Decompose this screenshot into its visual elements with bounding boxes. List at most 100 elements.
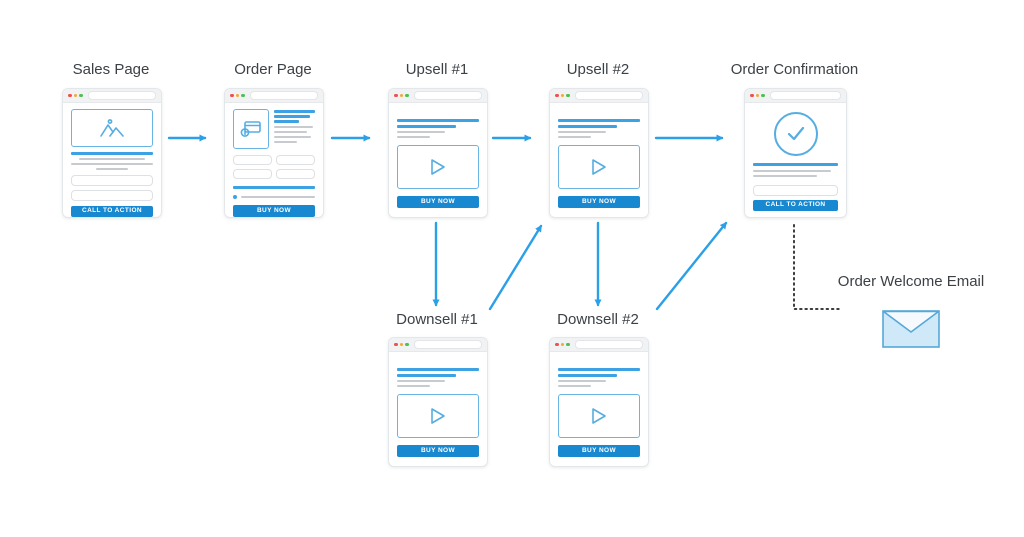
page-mockup-body: BUY NOW [225, 103, 323, 217]
funnel-node-order-confirmation: CALL TO ACTION [744, 88, 847, 218]
window-dot-green-icon [405, 342, 409, 347]
text-line [274, 136, 311, 138]
window-dot-green-icon [761, 93, 765, 98]
browser-titlebar [389, 338, 487, 352]
text-line [558, 131, 606, 133]
divider-line [233, 186, 315, 189]
text-line [274, 131, 307, 133]
text-line [241, 196, 315, 198]
label-downsell-2: Downsell #2 [557, 311, 639, 328]
page-mockup-body: BUY NOW [550, 352, 648, 463]
window-dot-red-icon [394, 93, 398, 98]
buy-now-button: BUY NOW [558, 445, 640, 457]
page-mockup-body: BUY NOW [389, 103, 487, 214]
video-player [397, 394, 479, 438]
order-welcome-email-node [882, 310, 940, 348]
form-field [233, 155, 272, 165]
buy-now-button: BUY NOW [233, 205, 315, 217]
window-dot-yellow-icon [235, 93, 239, 98]
radio-dot-icon [233, 195, 237, 199]
page-mockup-body: CALL TO ACTION [63, 103, 161, 217]
label-upsell-1: Upsell #1 [405, 61, 469, 78]
checkmark-icon [787, 126, 804, 141]
url-bar [87, 91, 156, 100]
text-line [397, 368, 479, 371]
text-line [558, 380, 606, 382]
dotted-line-confirmation-to-email [793, 224, 840, 310]
label-downsell-1: Downsell #1 [396, 311, 478, 328]
form-field [233, 169, 272, 179]
window-dot-red-icon [394, 342, 398, 347]
arrow-downsell1-to-upsell2 [488, 224, 543, 311]
window-dot-yellow-icon [73, 93, 77, 98]
browser-titlebar [745, 89, 846, 103]
buy-now-button: BUY NOW [397, 196, 479, 208]
label-order-page: Order Page [234, 61, 312, 78]
browser-titlebar [63, 89, 161, 103]
text-line [753, 163, 838, 166]
url-bar [249, 91, 318, 100]
text-line [71, 152, 153, 155]
funnel-node-order-page: BUY NOW [224, 88, 324, 218]
form-field [276, 155, 315, 165]
window-dot-red-icon [555, 342, 559, 347]
window-dot-yellow-icon [560, 93, 564, 98]
arrow-downsell2-to-confirmation [655, 221, 728, 311]
window-dot-yellow-icon [399, 93, 403, 98]
page-mockup-body: BUY NOW [550, 103, 648, 214]
cta-button: CALL TO ACTION [753, 199, 838, 211]
image-placeholder [71, 109, 153, 147]
window-dot-red-icon [750, 93, 754, 98]
text-line [71, 163, 153, 165]
browser-titlebar [225, 89, 323, 103]
text-line [274, 110, 315, 113]
text-line [274, 141, 297, 143]
window-dot-red-icon [230, 93, 234, 98]
url-bar [574, 91, 643, 100]
cta-button: CALL TO ACTION [71, 206, 153, 217]
funnel-node-downsell-2: BUY NOW [549, 337, 649, 467]
label-upsell-2: Upsell #2 [566, 61, 630, 78]
buy-now-button: BUY NOW [397, 445, 479, 457]
video-player [558, 394, 640, 438]
text-line [397, 136, 430, 138]
window-dot-green-icon [79, 93, 83, 98]
text-line [558, 385, 591, 387]
label-order-welcome-email: Order Welcome Email [837, 273, 985, 290]
window-dot-green-icon [405, 93, 409, 98]
window-dot-red-icon [68, 93, 72, 98]
success-check-circle [773, 112, 818, 156]
text-line [397, 125, 457, 128]
url-bar [413, 340, 482, 349]
text-line [753, 174, 817, 177]
label-sales-page: Sales Page [72, 61, 150, 78]
text-line [558, 119, 640, 122]
text-line [753, 169, 832, 172]
url-bar [574, 340, 643, 349]
text-line [397, 119, 479, 122]
video-player [558, 145, 640, 189]
funnel-node-upsell-2: BUY NOW [549, 88, 649, 218]
video-player [397, 145, 479, 189]
window-dot-green-icon [566, 342, 570, 347]
text-line [79, 158, 145, 160]
page-mockup-body: BUY NOW [389, 352, 487, 463]
text-line [558, 136, 591, 138]
text-line [397, 380, 445, 382]
text-line [397, 374, 457, 377]
window-dot-red-icon [555, 93, 559, 98]
funnel-node-downsell-1: BUY NOW [388, 337, 488, 467]
label-order-confirmation: Order Confirmation [730, 61, 859, 78]
funnel-node-sales-page: CALL TO ACTION [62, 88, 162, 218]
text-line [558, 368, 640, 371]
form-field [276, 169, 315, 179]
play-icon [431, 408, 445, 424]
credit-card-icon [240, 121, 261, 137]
text-line [558, 374, 618, 377]
window-dot-yellow-icon [560, 342, 564, 347]
play-icon [592, 159, 606, 175]
buy-now-button: BUY NOW [558, 196, 640, 208]
browser-titlebar [550, 89, 648, 103]
play-icon [592, 408, 606, 424]
text-line [397, 385, 430, 387]
